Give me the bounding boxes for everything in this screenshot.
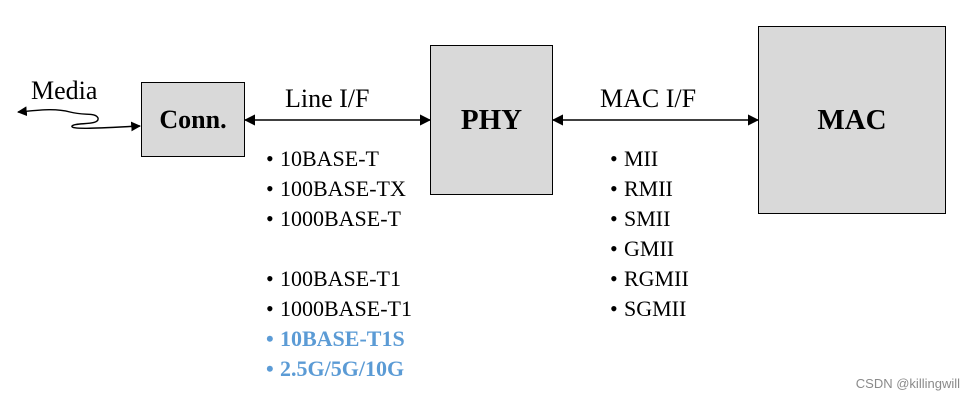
list-item: •SMII <box>610 206 671 231</box>
line-if-standards-list: •10BASE-T •100BASE-TX •1000BASE-T <box>266 144 406 234</box>
list-item: •100BASE-TX <box>266 176 406 201</box>
conn-box: Conn. <box>141 82 245 157</box>
list-item: •RGMII <box>610 266 689 291</box>
highlighted-list-item: •2.5G/5G/10G <box>266 356 405 381</box>
mac-if-label: MAC I/F <box>600 84 697 113</box>
media-wave-arrow <box>17 106 141 132</box>
list-item: •100BASE-T1 <box>266 266 401 291</box>
phy-label: PHY <box>460 103 523 136</box>
media-label: Media <box>31 76 98 105</box>
list-item: •RMII <box>610 176 673 201</box>
list-item: •GMII <box>610 236 675 261</box>
list-item: •1000BASE-T1 <box>266 296 412 321</box>
watermark: CSDN @killingwill <box>855 376 960 391</box>
mac-label: MAC <box>817 103 887 136</box>
automotive-standards-list: •100BASE-T1 •1000BASE-T1 •10BASE-T1S •2.… <box>266 264 412 384</box>
mac-box: MAC <box>758 26 946 214</box>
list-item: •10BASE-T <box>266 146 379 171</box>
mac-if-standards-list: •MII •RMII •SMII •GMII •RGMII •SGMII <box>610 144 689 324</box>
conn-label: Conn. <box>159 104 227 134</box>
list-item: •SGMII <box>610 296 687 321</box>
line-if-label: Line I/F <box>285 84 370 113</box>
highlighted-list-item: •10BASE-T1S <box>266 326 405 351</box>
list-item: •1000BASE-T <box>266 206 401 231</box>
phy-box: PHY <box>430 45 553 195</box>
list-item: •MII <box>610 146 659 171</box>
